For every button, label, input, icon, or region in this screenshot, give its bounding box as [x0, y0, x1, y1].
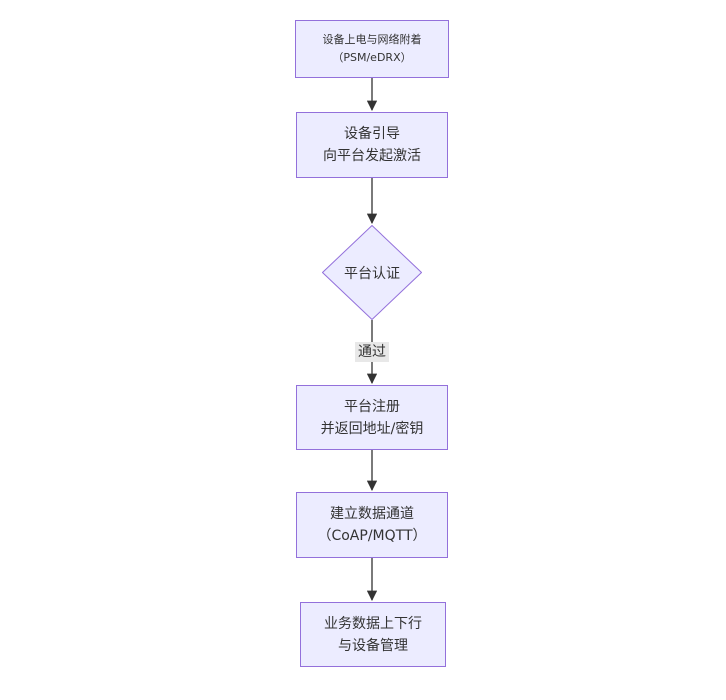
- node-text-line: （CoAP/MQTT）: [317, 528, 427, 544]
- node-data-channel: 建立数据通道 （CoAP/MQTT）: [296, 492, 448, 558]
- node-platform-auth-decision: 平台认证: [322, 225, 422, 320]
- node-text-line: 向平台发起激活: [323, 148, 421, 164]
- node-platform-register: 平台注册 并返回地址/密钥: [296, 385, 448, 450]
- node-device-bootstrap: 设备引导 向平台发起激活: [296, 112, 448, 178]
- edge-label-pass: 通过: [355, 342, 389, 362]
- node-text-line: 建立数据通道: [330, 506, 414, 522]
- node-text-line: 平台认证: [344, 265, 400, 282]
- node-text-line: 业务数据上下行: [324, 615, 422, 632]
- node-text-line: 与设备管理: [338, 637, 408, 654]
- node-text-line: 设备上电与网络附着: [322, 33, 422, 46]
- diamond-shape: [322, 225, 422, 320]
- node-business-data: 业务数据上下行 与设备管理: [300, 602, 446, 667]
- node-text-line: 设备引导: [344, 126, 400, 142]
- node-device-power-attach: 设备上电与网络附着 （PSM/eDRX）: [295, 20, 449, 78]
- node-text-line: 平台注册: [344, 398, 400, 415]
- node-text-line: （PSM/eDRX）: [332, 51, 412, 64]
- node-text-line: 并返回地址/密钥: [320, 420, 424, 437]
